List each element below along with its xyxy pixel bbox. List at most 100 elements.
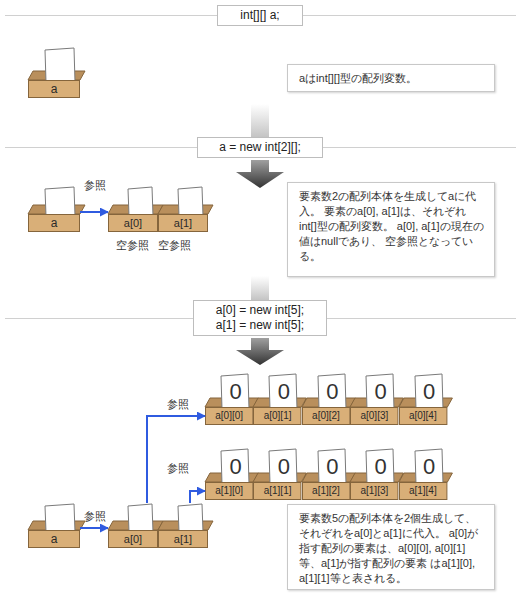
box-name: a[1][3]: [350, 482, 398, 500]
box-front: [29, 215, 80, 232]
reference-arrow: [190, 491, 205, 503]
variable-box: a[1]: [158, 186, 208, 232]
null-reference-label: 空参照: [116, 238, 149, 252]
flow-arrow-head: [236, 338, 284, 365]
array-element-box: 0a[0][1]: [253, 373, 301, 425]
value-card: [128, 187, 153, 216]
value-card: [318, 449, 346, 484]
box-front: [206, 483, 253, 500]
box-front: [29, 531, 80, 548]
value-card: [128, 504, 153, 532]
array-element-box: 0a[0][2]: [302, 373, 350, 425]
value-card: [415, 449, 443, 484]
variable-box: a[0]: [108, 503, 158, 548]
note-text: aはint[][]型の配列変数。: [299, 71, 485, 86]
box-name: a[1][4]: [399, 482, 447, 500]
box-name: a[1][1]: [253, 482, 301, 500]
box-front: [109, 531, 158, 548]
reference-arrow: [147, 416, 205, 503]
box-name: a[0][4]: [399, 407, 447, 425]
box-name: a[0][2]: [302, 407, 350, 425]
element-value: 0: [222, 376, 249, 407]
value-card: [178, 187, 203, 216]
element-value: 0: [319, 376, 346, 407]
flow-arrow-tail: [251, 104, 269, 137]
element-value: 0: [367, 451, 394, 482]
code-line: a = new int[2][];: [219, 140, 301, 155]
box-front: [302, 408, 349, 425]
value-card: [269, 449, 297, 484]
null-reference-label: 空参照: [158, 238, 191, 252]
flow-arrow-tail: [251, 276, 269, 300]
box-front: [254, 483, 301, 500]
box-name: a: [28, 80, 80, 98]
box-name: a[1][2]: [302, 482, 350, 500]
element-value: 0: [416, 376, 443, 407]
note-box: 要素数5の配列本体を2個生成して、 それぞれをa[0]とa[1]に代入。 a[0…: [287, 504, 495, 590]
flow-arrow-head: [236, 160, 284, 188]
value-card: [45, 504, 75, 532]
array-element-box: 0a[1][0]: [205, 448, 253, 500]
variable-box: a: [28, 186, 80, 232]
element-value: 0: [319, 451, 346, 482]
array-element-box: 0a[0][0]: [205, 373, 253, 425]
value-card: [366, 374, 394, 409]
code-line: a[1] = new int[5];: [216, 318, 304, 333]
reference-label: 参照: [167, 461, 189, 475]
array-element-box: 0a[1][3]: [350, 448, 398, 500]
value-card: [269, 374, 297, 409]
element-value: 0: [416, 451, 443, 482]
variable-box: a: [28, 503, 80, 548]
value-card: [221, 449, 249, 484]
statement-label: a = new int[2][];: [197, 137, 323, 158]
box-front: [206, 408, 253, 425]
array-element-box: 0a[1][4]: [399, 448, 447, 500]
note-box: 要素数2の配列本体を生成してaに代入。 要素のa[0], a[1]は、それぞれ …: [287, 182, 495, 277]
array-element-box: 0a[1][1]: [253, 448, 301, 500]
array-element-box: 0a[0][3]: [350, 373, 398, 425]
box-front: [399, 483, 446, 500]
element-value: 0: [270, 451, 297, 482]
note-box: aはint[][]型の配列変数。: [287, 64, 495, 92]
connector-group: [80, 212, 205, 528]
note-text: 要素数5の配列本体を2個生成して、 それぞれをa[0]とa[1]に代入。 a[0…: [299, 511, 485, 586]
value-card: [318, 374, 346, 409]
value-card: [366, 449, 394, 484]
box-front: [254, 408, 301, 425]
element-value: 0: [222, 451, 249, 482]
box-name: a[1][0]: [205, 482, 253, 500]
box-front: [399, 408, 446, 425]
box-name: a[0][3]: [350, 407, 398, 425]
box-front: [351, 408, 398, 425]
box-name: a[0][1]: [253, 407, 301, 425]
code-line: int[][] a;: [240, 8, 279, 23]
box-name: a: [28, 530, 80, 548]
box-front: [351, 483, 398, 500]
element-value: 0: [367, 376, 394, 407]
reference-arrow: [80, 211, 108, 213]
box-name: a[1]: [158, 530, 208, 548]
value-card: [221, 374, 249, 409]
value-card: [178, 504, 203, 532]
box-front: [29, 81, 80, 98]
box-name: a[0]: [108, 530, 158, 548]
box-front: [159, 531, 208, 548]
array-element-box: 0a[1][2]: [302, 448, 350, 500]
value-card: [45, 187, 75, 216]
reference-label: 参照: [167, 397, 189, 411]
variable-box: a[1]: [158, 503, 208, 548]
value-card: [45, 48, 75, 82]
reference-arrow: [80, 527, 108, 529]
array-element-box: 0a[0][4]: [399, 373, 447, 425]
box-name: a[1]: [158, 214, 208, 232]
variable-box: a[0]: [108, 186, 158, 232]
box-front: [109, 215, 158, 232]
reference-label: 参照: [84, 509, 106, 523]
box-name: a: [28, 214, 80, 232]
element-value: 0: [270, 376, 297, 407]
value-card: [415, 374, 443, 409]
box-name: a[0][0]: [205, 407, 253, 425]
note-text: 要素数2の配列本体を生成してaに代入。 要素のa[0], a[1]は、それぞれ …: [299, 189, 485, 264]
